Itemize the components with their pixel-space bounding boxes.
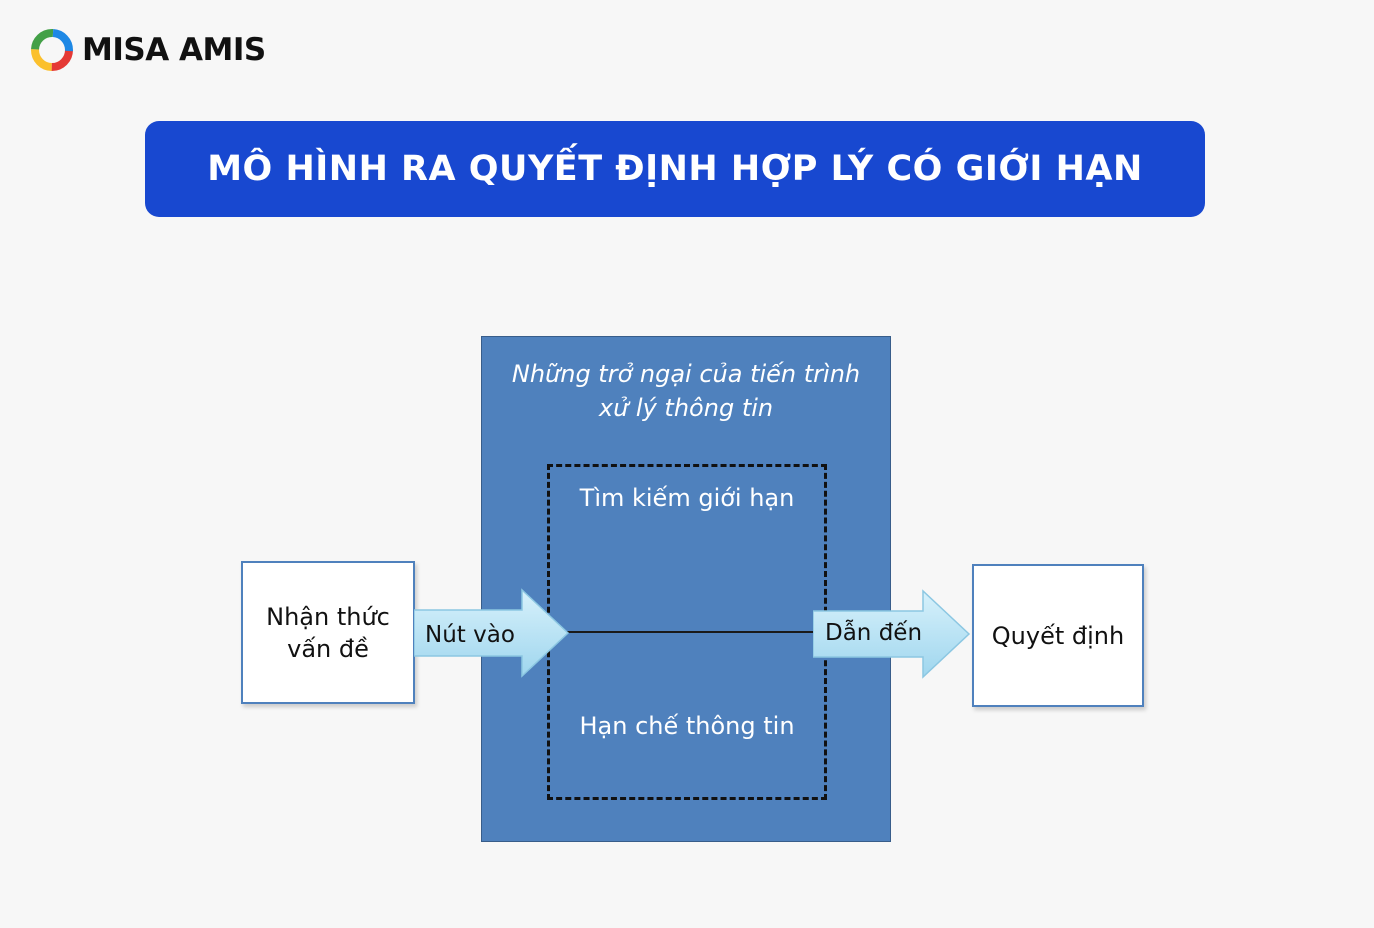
caption-line-2: xử lý thông tin [598, 394, 774, 422]
brand-logo: MISA AMIS [30, 26, 266, 74]
bounded-search-label: Tìm kiếm giới hạn [579, 484, 795, 512]
input-arrow [414, 588, 570, 678]
constraints-caption: Những trở ngại của tiến trình xử lý thôn… [482, 357, 890, 425]
input-arrow-label: Nút vào [425, 622, 515, 648]
input-node-line-2: vấn đề [287, 634, 369, 663]
input-node-line-1: Nhận thức [266, 602, 390, 631]
decision-node: Quyết định [972, 564, 1144, 707]
misa-amis-logo-icon [31, 29, 73, 71]
page-title: MÔ HÌNH RA QUYẾT ĐỊNH HỢP LÝ CÓ GIỚI HẠN [207, 149, 1143, 189]
title-banner: MÔ HÌNH RA QUYẾT ĐỊNH HỢP LÝ CÓ GIỚI HẠN [145, 121, 1205, 217]
decision-node-label: Quyết định [991, 621, 1125, 650]
input-node: Nhận thức vấn đề [241, 561, 415, 704]
output-arrow [813, 589, 971, 679]
brand-name: MISA AMIS [82, 32, 266, 68]
caption-line-1: Những trở ngại của tiến trình [511, 360, 861, 388]
process-line [560, 631, 822, 633]
limited-information-label: Hạn chế thông tin [579, 712, 795, 740]
output-arrow-label: Dẫn đến [825, 620, 923, 646]
